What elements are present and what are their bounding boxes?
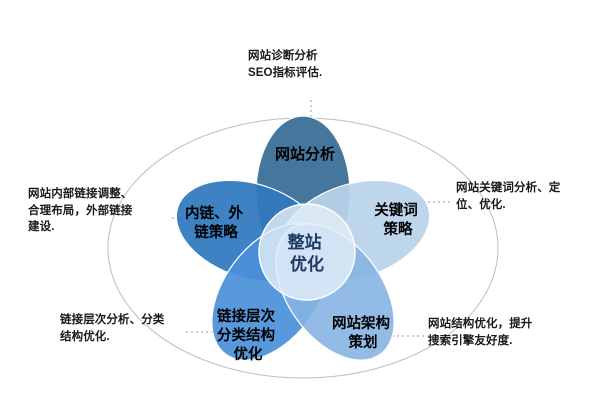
petal-label-site-architecture: 网站架构 策划	[332, 314, 394, 351]
annotation-bottom-right: 网站结构优化，提升 搜索引擎友好度.	[428, 318, 533, 347]
annotation-right: 网站关键词分析、定 位、优化.	[456, 182, 561, 211]
center-label: 整站 优化	[288, 232, 327, 274]
center-core-circle[interactable]	[258, 203, 356, 301]
petal-label-link-hierarchy: 链接层次 分类结构 优化	[217, 307, 279, 363]
annotation-bottom-left: 链接层次分析、分类 结构优化.	[60, 314, 165, 343]
petal-label-site-analysis: 网站分析	[275, 145, 335, 163]
petal-label-keyword-strategy: 关键词 策略	[374, 201, 422, 238]
annotation-left: 网站内部链接调整、 合理布局，外部链接 建设.	[28, 188, 133, 234]
annotation-top: 网站诊断分析 SEO指标评估.	[248, 50, 323, 79]
petal-label-link-strategy: 内链、外 链策略	[185, 204, 247, 241]
